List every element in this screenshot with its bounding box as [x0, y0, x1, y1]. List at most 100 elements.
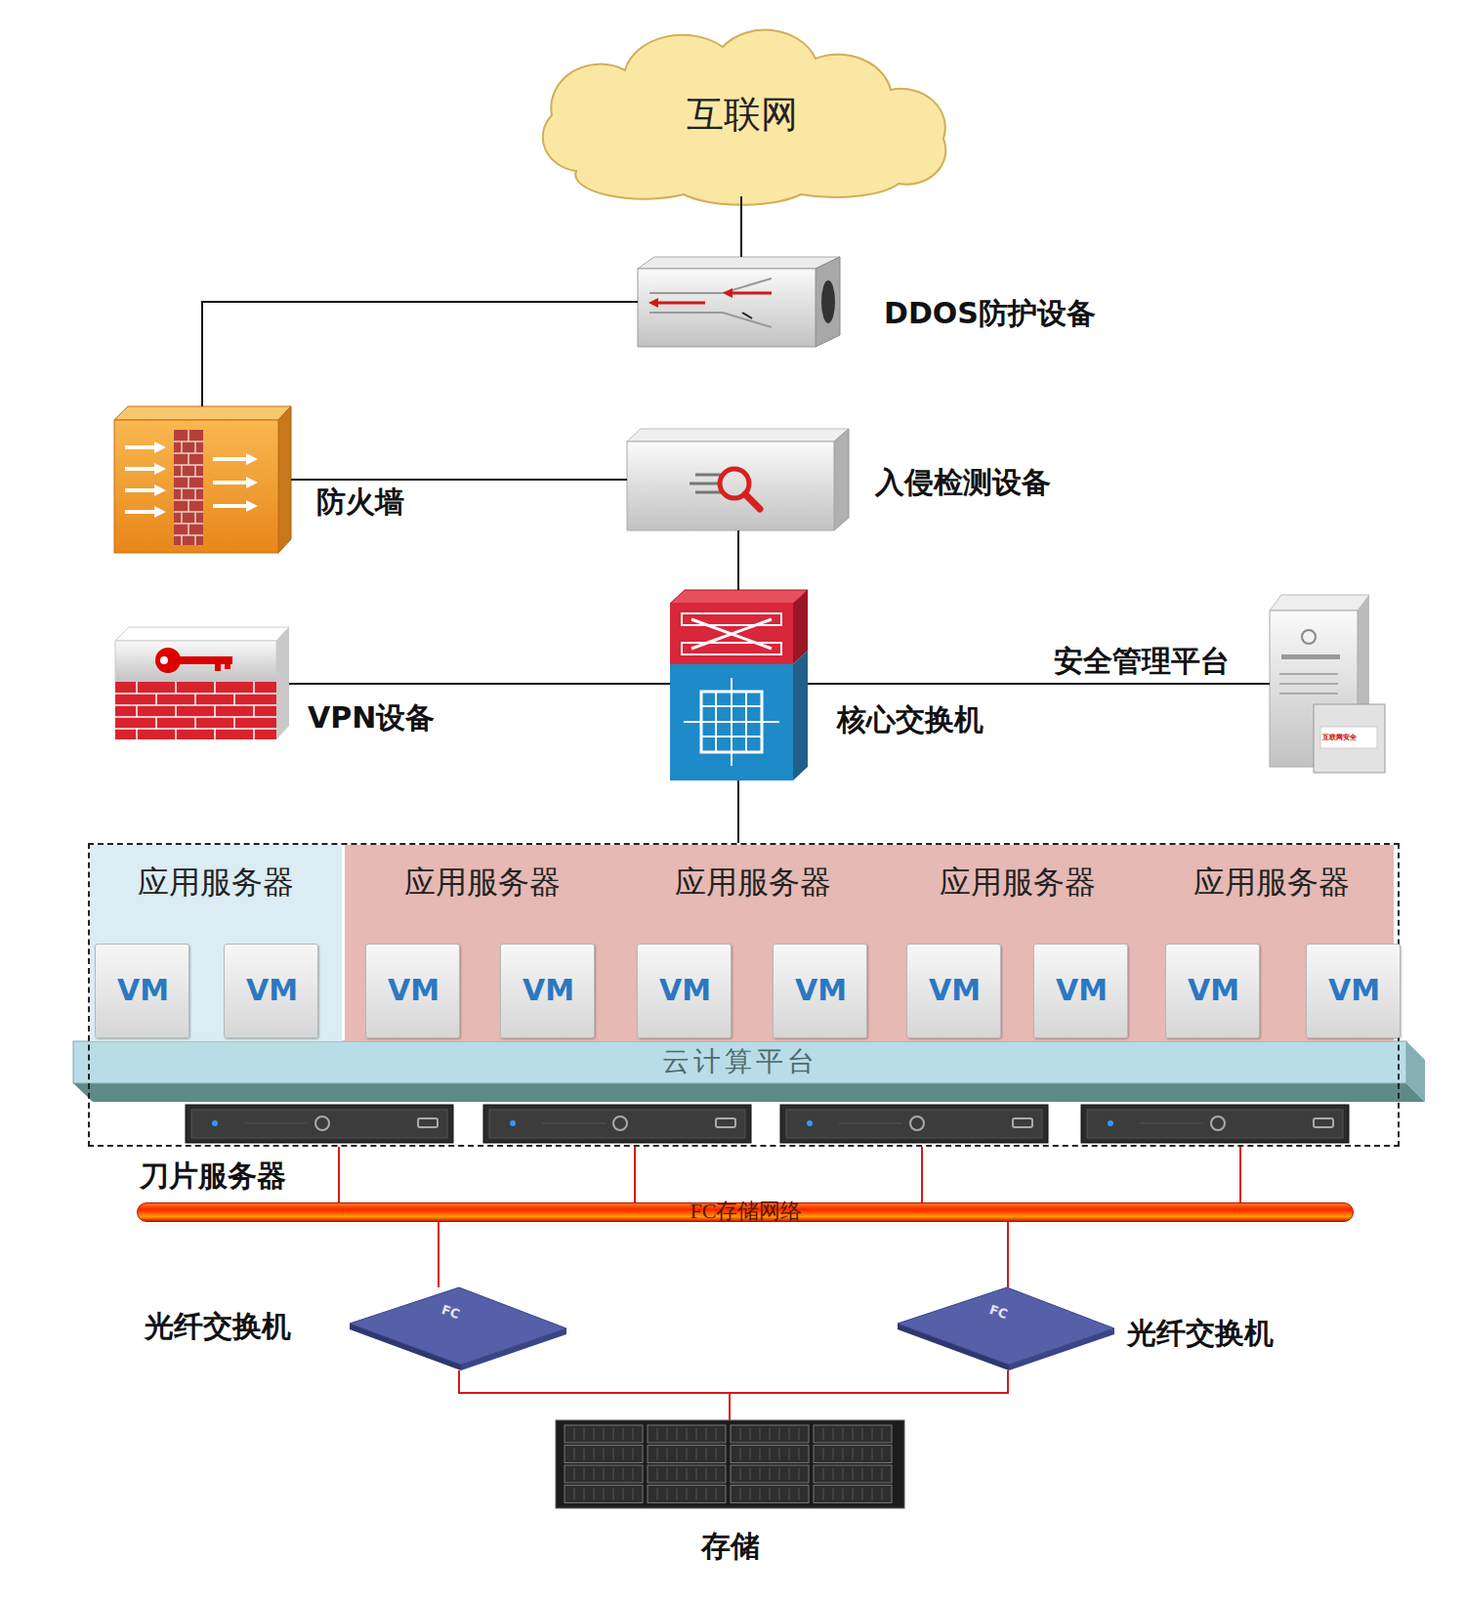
drive-grille: [686, 1467, 688, 1480]
drive-grille: [740, 1427, 742, 1440]
node-label: VM: [1034, 972, 1130, 1008]
illustration-part: [73, 1083, 1425, 1102]
ids-icon: [627, 428, 849, 531]
node-label: VM: [1166, 972, 1261, 1008]
drive-grille: [632, 1467, 634, 1480]
drive-grille: [584, 1427, 586, 1440]
illustration-part: [114, 406, 292, 420]
drive-grille: [593, 1488, 595, 1501]
drive-grille: [842, 1448, 844, 1461]
node-label: 光纤交换机: [1127, 1315, 1274, 1351]
drive-grille: [881, 1467, 883, 1480]
app-server-region: 应用服务器 VM VM: [344, 844, 621, 1042]
drive-grille: [657, 1427, 659, 1440]
drive-grille: [769, 1427, 771, 1440]
screen-text: 互联网安全: [1322, 733, 1357, 742]
illustration-part: [793, 650, 808, 781]
firewall-icon: [114, 406, 292, 553]
drive-grille: [759, 1467, 761, 1480]
drive-bay: [730, 1485, 809, 1504]
ddos-icon: [637, 256, 840, 347]
illustration-part: [173, 429, 204, 545]
node-label: 应用服务器: [89, 863, 342, 901]
illustration-part: [276, 627, 290, 740]
drive-grille: [823, 1427, 825, 1440]
drive-bay: [564, 1445, 643, 1464]
drive-grille: [657, 1488, 659, 1501]
blade-face: [1087, 1109, 1343, 1138]
storage-icon: [555, 1420, 905, 1508]
ids-device: 入侵检测设备: [627, 428, 849, 531]
drive-grille: [862, 1488, 864, 1501]
drive-grille: [740, 1488, 742, 1501]
blade-handle: [1313, 1118, 1334, 1128]
illustration-part: [627, 441, 835, 531]
drive-grille: [842, 1467, 844, 1480]
illustration-part: [742, 312, 753, 319]
drive-grille: [750, 1448, 752, 1461]
illustration-part: [1301, 629, 1316, 644]
drive-grille: [852, 1467, 854, 1480]
drive-bay: [730, 1445, 809, 1464]
illustration-part: [681, 642, 782, 655]
illustration-part: [349, 1287, 567, 1365]
connector: [737, 530, 740, 590]
drive-grille: [574, 1488, 576, 1501]
blade-server: [1081, 1104, 1349, 1143]
vm-box: VM: [772, 943, 868, 1039]
illustration-part: [1269, 594, 1370, 611]
illustration-part: [115, 640, 277, 682]
illustration-part: [212, 457, 249, 461]
drive-grille: [632, 1488, 634, 1501]
drive-grille: [740, 1448, 742, 1461]
cloud-platform-band-shape: [73, 1041, 1425, 1102]
drive-grille: [881, 1488, 883, 1501]
drive-grille: [798, 1488, 800, 1501]
blade-face: [489, 1109, 746, 1138]
drive-grille: [603, 1448, 605, 1461]
drive-grille: [657, 1467, 659, 1480]
drive-grille: [667, 1448, 669, 1461]
drive-grille: [632, 1448, 634, 1461]
drive-grille: [798, 1448, 800, 1461]
illustration-part: [815, 256, 840, 347]
drive-grille: [750, 1488, 752, 1501]
vm-box: VM: [365, 943, 461, 1039]
drive-grille: [667, 1488, 669, 1501]
illustration-part: [669, 664, 794, 781]
node-label: 应用服务器: [344, 863, 621, 901]
fiber-switch: FC光纤交换机: [349, 1287, 567, 1371]
vpn-icon: [115, 627, 290, 740]
drive-grille: [574, 1427, 576, 1440]
node-label: 入侵检测设备: [875, 464, 1051, 501]
illustration-part: [115, 681, 277, 740]
drive-grille: [779, 1448, 781, 1461]
drive-grille: [584, 1448, 586, 1461]
node-label: VM: [366, 972, 461, 1008]
node-label: 光纤交换机: [144, 1308, 292, 1344]
drive-grille: [789, 1448, 791, 1461]
drive-grille: [686, 1427, 688, 1440]
node-label: VM: [907, 972, 1003, 1008]
blade-face: [786, 1109, 1043, 1138]
node-label: 存储: [555, 1528, 905, 1564]
illustration-part: [669, 603, 794, 665]
illustration-part: [897, 1287, 1115, 1365]
drive-grille: [584, 1467, 586, 1480]
node-label: VM: [501, 972, 596, 1008]
blade-led: [806, 1120, 813, 1127]
node-label: VM: [1306, 972, 1402, 1008]
illustration-part: [1279, 673, 1339, 694]
drive-grille: [823, 1467, 825, 1480]
connector: [1006, 1221, 1009, 1288]
blade-seam: [1139, 1123, 1204, 1125]
node-label: 安全管理平台: [1053, 643, 1230, 679]
drive-grille: [613, 1427, 615, 1440]
drive-grille: [706, 1467, 708, 1480]
connector: [740, 196, 743, 257]
firewall-device: 防火墙: [114, 406, 292, 553]
drive-grille: [779, 1427, 781, 1440]
drive-grille: [593, 1448, 595, 1461]
